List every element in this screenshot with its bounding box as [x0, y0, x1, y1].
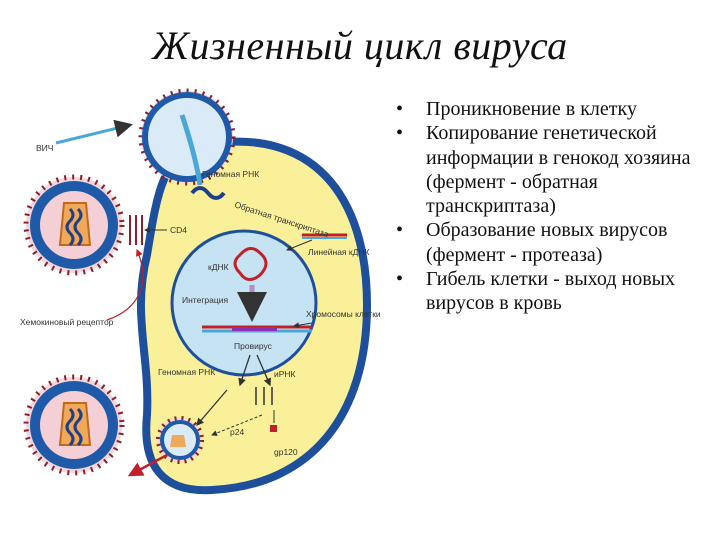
label-cell-chromosomes: Хромосомы клетки — [306, 309, 381, 319]
label-p24: p24 — [230, 427, 244, 437]
entry-arrow — [179, 114, 203, 186]
gp120-marker — [270, 425, 277, 432]
label-cdna: кДНК — [208, 262, 229, 272]
hiv-arrow — [55, 119, 133, 145]
chemokine-arrow — [106, 248, 144, 321]
label-linear-cdna: Линейная кДНК — [308, 247, 369, 257]
label-mrna: иРНК — [274, 369, 296, 379]
genomic-rna-strand — [190, 186, 226, 200]
slide-title: Жизненный цикл вируса — [152, 23, 568, 68]
bullet-list: Проникновение в клетку Копирование генет… — [394, 97, 714, 316]
cdna-ring — [233, 247, 268, 281]
label-cd4: CD4 — [170, 225, 187, 235]
hiv-lifecycle-diagram: ВИЧ Геномная РНК Обратная транскриптаза … — [20, 88, 381, 495]
virus-particle-bottom — [23, 374, 125, 476]
label-integration: Интеграция — [182, 295, 228, 305]
ribosomes — [255, 387, 273, 405]
bullet-item: Копирование генетической информации в ге… — [394, 121, 714, 218]
label-chemokine-receptor: Хемокиновый рецептор — [20, 317, 114, 327]
linear-cdna — [302, 233, 347, 239]
virus-particle-left — [23, 174, 125, 276]
bullet-item: Гибель клетки - выход новых вирусов в кр… — [394, 267, 714, 316]
budding-virus — [156, 416, 204, 464]
cd4-receptor — [129, 215, 143, 245]
label-gp120: gp120 — [274, 447, 298, 457]
label-genomic-rna-top: Геномная РНК — [202, 169, 259, 179]
label-genomic-rna-bottom: Геномная РНК — [158, 367, 215, 377]
bullet-item: Проникновение в клетку — [394, 97, 714, 122]
label-hiv: ВИЧ — [36, 143, 53, 153]
label-provirus: Провирус — [234, 341, 273, 351]
bullet-item: Образование новых вирусов (фермент - про… — [394, 218, 714, 267]
